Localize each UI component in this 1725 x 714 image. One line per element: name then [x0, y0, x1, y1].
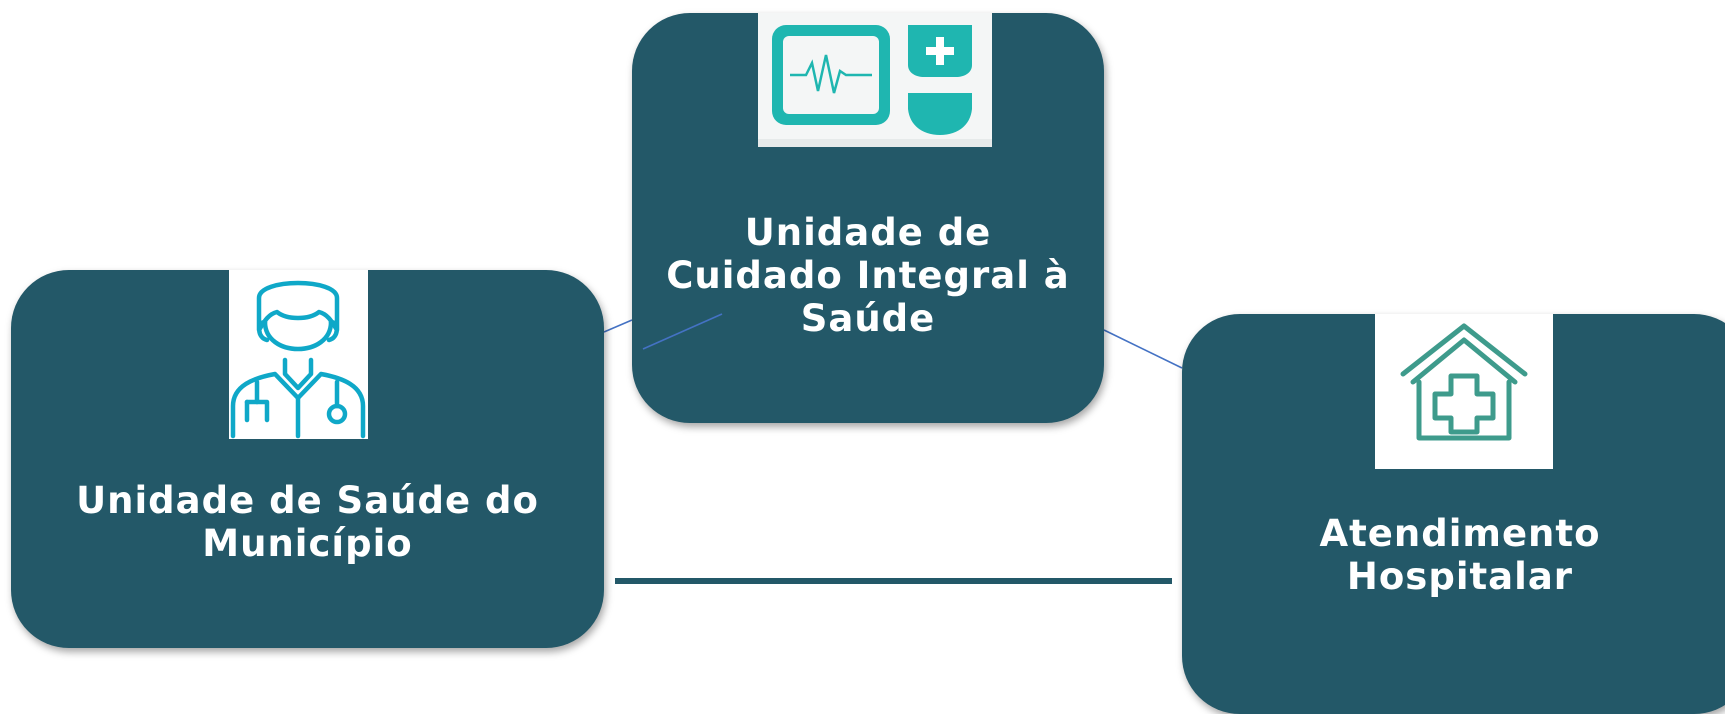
hospital-house-icon: [1375, 314, 1553, 469]
connector-lines: [603, 319, 1183, 584]
node-label-municipal-health-unit: Unidade de Saúde do Município: [76, 479, 539, 565]
connector-left-to-center: [603, 319, 633, 333]
doctor-icon: [229, 270, 368, 439]
node-label-hospital-care: Atendimento Hospitalar: [1319, 512, 1601, 598]
connector-center-to-right: [1103, 329, 1183, 369]
heart-monitor-icon: [758, 13, 992, 147]
node-label-integral-care-unit: Unidade de Cuidado Integral à Saúde: [666, 211, 1070, 340]
